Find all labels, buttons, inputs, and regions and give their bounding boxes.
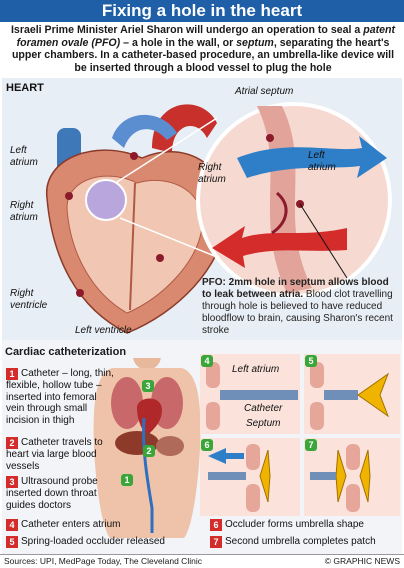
- step-3-number: 3: [6, 476, 18, 488]
- step-7-text: Second umbrella completes patch: [225, 536, 376, 547]
- footer: Sources: UPI, MedPage Today, The Clevela…: [0, 554, 404, 568]
- panel-5-occluder: [357, 372, 390, 418]
- footer-credit: © GRAPHIC NEWS: [324, 556, 400, 566]
- intro-line-c: , separating the heart's upper chambers.…: [11, 36, 395, 74]
- zoom-line-top: [116, 117, 218, 183]
- panel-badge-6: 6: [201, 439, 213, 451]
- intro-term-septum: septum: [236, 36, 274, 49]
- label-atrial-septum: Atrial septum: [235, 86, 294, 97]
- panel-badge-5: 5: [305, 355, 317, 367]
- label-zoom-right-atrium: Right atrium: [198, 162, 226, 185]
- step-2-text: Catheter travels to heart via large bloo…: [6, 437, 103, 472]
- body-badge-3: 3: [142, 380, 154, 392]
- step-2-number: 2: [6, 437, 18, 449]
- step-6-number: 6: [210, 519, 222, 531]
- marker-atrial-septum: [266, 134, 274, 142]
- panel-7-septum-bottom: [346, 484, 360, 512]
- label-right-ventricle: Right ventricle: [10, 288, 48, 311]
- body-badge-1: 1: [121, 474, 133, 486]
- intro-line-b: – a hole in the wall, or: [120, 36, 237, 49]
- step-4-text: Catheter enters atrium: [21, 519, 121, 530]
- label-right-atrium: Right atrium: [10, 200, 38, 223]
- pfo-note-body: Blood clot travelling through hole is be…: [202, 289, 393, 336]
- septum-highlight: [85, 179, 127, 221]
- intro-text: Israeli Prime Minister Ariel Sharon will…: [6, 24, 400, 74]
- panel-badge-4: 4: [201, 355, 213, 367]
- step-1-text: Catheter – long, thin, flexible, hollow …: [6, 368, 114, 426]
- marker-right-atrium: [65, 192, 73, 200]
- pfo-note: PFO: 2mm hole in septum allows blood to …: [202, 277, 400, 337]
- panel-badge-7: 7: [305, 439, 317, 451]
- step-7-number: 7: [210, 536, 222, 548]
- panel-label-septum: Septum: [246, 418, 281, 429]
- step-5-text: Spring-loaded occluder released: [21, 536, 165, 547]
- intro-term-pfo: patent foramen ovale (PFO): [16, 24, 396, 49]
- label-left-atrium: Left atrium: [10, 145, 38, 168]
- label-left-ventricle: Left ventricle: [75, 325, 132, 336]
- step-5-number: 5: [6, 536, 18, 548]
- marker-left-ventricle: [156, 254, 164, 262]
- panel-6-umbrella: [259, 449, 271, 503]
- intro-line-a: Israeli Prime Minister Ariel Sharon will…: [10, 24, 361, 36]
- pulmonary-artery: [112, 114, 177, 148]
- heart-heading: HEART: [6, 82, 44, 94]
- panel-label-left-atrium: Left atrium: [232, 364, 280, 375]
- panel-6-septum-bottom: [246, 484, 260, 512]
- panel-label-catheter: Catheter: [244, 403, 283, 414]
- body-badge-2: 2: [143, 445, 155, 457]
- septum-line: [129, 182, 136, 311]
- panel-4-catheter: [220, 390, 298, 400]
- panel-4-septum-top: [206, 362, 220, 388]
- pfo-flap: [271, 191, 288, 235]
- label-zoom-left-atrium: Left atrium: [308, 150, 336, 173]
- panel-7-catheter: [310, 472, 336, 480]
- panel-5-catheter: [324, 390, 358, 400]
- aorta: [152, 104, 217, 153]
- step-1-number: 1: [6, 368, 18, 380]
- blue-flow-arrow: [237, 136, 387, 178]
- pfo-pointer: [299, 203, 348, 279]
- panel-6-septum-top: [246, 444, 260, 470]
- vein-path: [142, 417, 154, 533]
- heart-illustration: [46, 102, 392, 334]
- stomach: [156, 436, 184, 456]
- pfo-note-lead: PFO: 2mm hole in septum allows blood to …: [202, 277, 389, 300]
- lung-left: [111, 377, 143, 429]
- head: [133, 358, 161, 370]
- panel-4-septum-bottom: [206, 402, 220, 430]
- step-6-text: Occluder forms umbrella shape: [225, 519, 364, 530]
- red-flow-arrow: [212, 226, 347, 268]
- panel-5-septum-bottom: [310, 402, 324, 430]
- panel-5-septum-top: [310, 362, 324, 388]
- step-4-number: 4: [6, 519, 18, 531]
- catheterization-heading: Cardiac catheterization: [5, 346, 127, 358]
- panel-6-arrow: [208, 448, 244, 464]
- step-3-text: Ultrasound probe inserted down throat gu…: [6, 476, 98, 511]
- procedure-panels: [200, 354, 400, 516]
- panel-7-septum-top: [346, 444, 360, 470]
- page-title: Fixing a hole in the heart: [0, 0, 404, 22]
- panel-6-catheter: [208, 472, 246, 480]
- marker-right-ventricle: [76, 289, 84, 297]
- footer-sources: Sources: UPI, MedPage Today, The Clevela…: [4, 556, 202, 566]
- panel-7-umbrella-right: [359, 449, 371, 503]
- marker-left-atrium: [130, 152, 138, 160]
